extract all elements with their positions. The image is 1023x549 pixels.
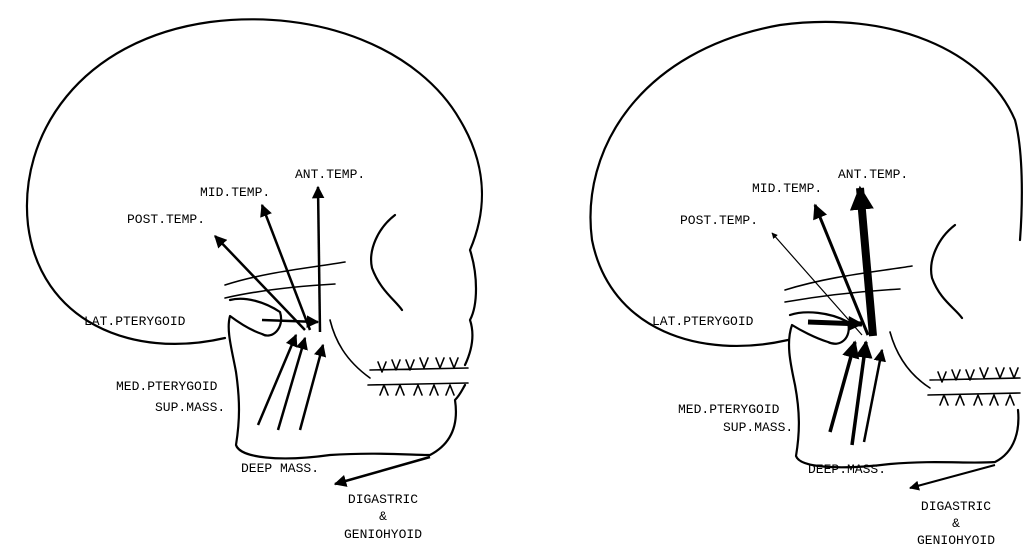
left-digastric-arrow: [335, 457, 430, 484]
right-sup-mass-arrow: [852, 342, 866, 445]
left-teeth-row: [368, 358, 468, 395]
left-ant-temp-arrow: [318, 187, 320, 332]
right-label-amp: &: [952, 516, 960, 531]
left-label-lat-pterygoid: LAT.PTERYGOID: [84, 314, 186, 329]
right-digastric-arrow: [910, 465, 995, 488]
right-deep-mass-arrow: [864, 350, 882, 442]
right-skull-figure: ANT.TEMP. MID.TEMP. POST.TEMP. LAT.PTERY…: [591, 22, 1022, 548]
left-label-sup-mass: SUP.MASS.: [155, 400, 225, 415]
left-orbit: [371, 215, 402, 310]
left-label-geniohyoid: GENIOHYOID: [344, 527, 422, 542]
left-skull-figure: ANT.TEMP. MID.TEMP. POST.TEMP. LAT.PTERY…: [27, 19, 482, 542]
left-med-pterygoid-arrow: [258, 335, 296, 425]
right-ant-temp-arrow: [860, 188, 873, 336]
left-coronoid: [330, 320, 370, 378]
right-label-lat-pterygoid: LAT.PTERYGOID: [652, 314, 754, 329]
right-label-deep-mass: DEEP.MASS.: [808, 462, 886, 477]
right-med-pterygoid-arrow: [830, 342, 855, 432]
right-label-digastric: DIGASTRIC: [921, 499, 991, 514]
right-mandible: [789, 312, 1018, 467]
right-orbit: [931, 225, 962, 318]
right-lat-pterygoid-arrow: [808, 322, 862, 324]
left-label-deep-mass: DEEP MASS.: [241, 461, 319, 476]
right-teeth-row: [928, 368, 1020, 405]
left-label-mid-temp: MID.TEMP.: [200, 185, 270, 200]
right-label-ant-temp: ANT.TEMP.: [838, 167, 908, 182]
left-mandible: [229, 299, 465, 459]
right-zygomatic-arch-lower: [785, 289, 900, 302]
left-label-amp: &: [379, 509, 387, 524]
right-label-geniohyoid: GENIOHYOID: [917, 533, 995, 548]
left-label-post-temp: POST.TEMP.: [127, 212, 205, 227]
left-lat-pterygoid-arrow: [262, 320, 318, 322]
left-sup-mass-arrow: [278, 338, 305, 430]
right-label-post-temp: POST.TEMP.: [680, 213, 758, 228]
right-label-mid-temp: MID.TEMP.: [752, 181, 822, 196]
left-label-med-pterygoid: MED.PTERYGOID: [116, 379, 218, 394]
left-label-digastric: DIGASTRIC: [348, 492, 418, 507]
left-label-ant-temp: ANT.TEMP.: [295, 167, 365, 182]
left-deep-mass-arrow: [300, 345, 323, 430]
right-label-sup-mass: SUP.MASS.: [723, 420, 793, 435]
right-label-med-pterygoid: MED.PTERYGOID: [678, 402, 780, 417]
right-coronoid: [890, 332, 930, 388]
